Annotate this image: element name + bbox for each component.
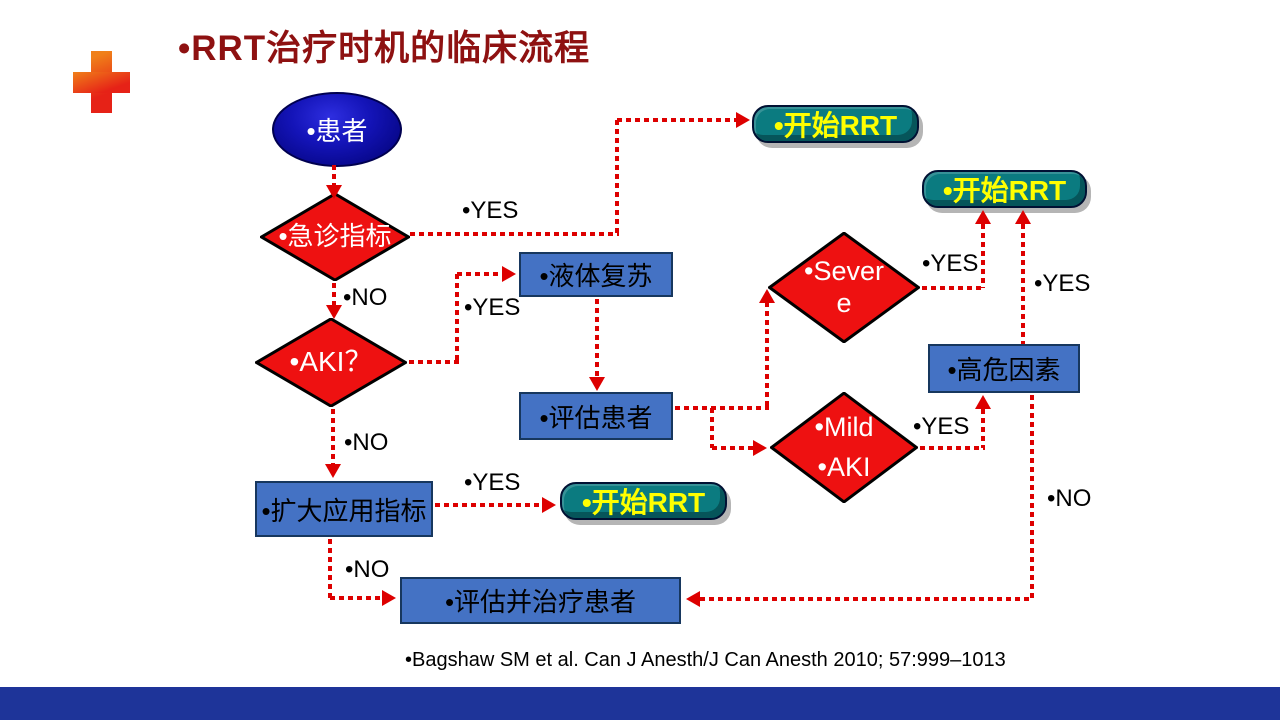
node-fluid-resuscitation: •液体复苏: [519, 252, 673, 297]
arrowhead-up: [975, 210, 991, 224]
label-no-emergency: •NO: [343, 284, 388, 311]
node-start-rrt-1: •开始RRT: [752, 105, 919, 143]
red-cross-icon: [73, 72, 130, 93]
diamond-shape: [260, 193, 410, 281]
node-emergency-indicators-label: •急诊指标: [278, 221, 392, 252]
node-high-risk-factors: •高危因素: [928, 344, 1080, 393]
line-segment: [922, 286, 985, 290]
line-segment: [455, 274, 459, 364]
line-segment: [981, 409, 985, 448]
node-severe-label-line1: •Sever: [804, 256, 884, 287]
node-start-rrt-label: •开始RRT: [773, 110, 898, 141]
diamond-shape: [768, 232, 920, 343]
arrowhead-right: [542, 497, 556, 513]
arrowhead-up: [1015, 210, 1031, 224]
arrowhead-down: [589, 377, 605, 391]
node-aki-question: •AKI？: [255, 318, 407, 407]
node-start-rrt-3: •开始RRT: [560, 482, 727, 520]
arrowhead-right: [502, 266, 516, 282]
arrowhead-left: [686, 591, 700, 607]
arrowhead-up: [759, 289, 775, 303]
label-no-highrisk: •NO: [1047, 485, 1092, 512]
arrowhead-right: [382, 590, 396, 606]
node-mild-label-line1: •Mild: [814, 412, 874, 443]
arrowhead-down: [326, 305, 342, 319]
node-severe-aki: •Sever e: [768, 232, 920, 343]
node-start-rrt-2: •开始RRT: [922, 170, 1087, 208]
line-segment: [410, 232, 619, 236]
node-fluid-resuscitation-label: •液体复苏: [539, 261, 653, 291]
footer-bar: [0, 687, 1280, 720]
line-segment: [332, 165, 336, 187]
line-segment: [710, 408, 714, 448]
diamond-shape: [770, 392, 918, 503]
line-segment: [330, 596, 383, 600]
line-segment: [765, 302, 769, 408]
node-start-rrt-label: •开始RRT: [581, 487, 706, 518]
line-segment: [675, 406, 769, 410]
label-yes-emergency: •YES: [462, 197, 519, 224]
line-segment: [457, 272, 503, 276]
line-segment: [615, 120, 619, 234]
line-segment: [700, 597, 1032, 601]
label-no-expanded: •NO: [345, 556, 390, 583]
arrowhead-right: [753, 440, 767, 456]
node-mild-label-line2: •AKI: [817, 451, 871, 482]
line-segment: [1021, 224, 1025, 344]
node-expanded-indicators-label: •扩大应用指标: [261, 495, 427, 526]
slide-title: •RRT治疗时机的临床流程: [178, 29, 591, 68]
diamond-shape: [255, 318, 407, 407]
label-yes-expanded: •YES: [464, 469, 521, 496]
node-aki-question-label: •AKI？: [289, 346, 373, 378]
node-patient: •患者: [272, 92, 402, 167]
line-segment: [1030, 395, 1034, 599]
line-segment: [332, 283, 336, 307]
node-assess-patient-label: •评估患者: [539, 402, 653, 433]
node-expanded-indicators: •扩大应用指标: [255, 481, 433, 537]
line-segment: [331, 409, 335, 466]
line-segment: [712, 446, 754, 450]
line-segment: [595, 299, 599, 379]
node-emergency-indicators: •急诊指标: [260, 193, 410, 281]
node-evaluate-and-treat-label: •评估并治疗患者: [444, 587, 637, 617]
node-assess-patient: •评估患者: [519, 392, 673, 440]
label-yes-mild: •YES: [913, 413, 970, 440]
node-patient-label: •患者: [306, 116, 368, 146]
arrowhead-right: [736, 112, 750, 128]
arrowhead-down: [325, 464, 341, 478]
node-mild-aki: •Mild •AKI: [770, 392, 918, 503]
line-segment: [981, 224, 985, 288]
arrowhead-down: [326, 185, 342, 199]
citation: •Bagshaw SM et al. Can J Anesth/J Can An…: [405, 649, 1006, 671]
label-yes-highrisk: •YES: [1034, 270, 1091, 297]
label-no-aki: •NO: [344, 429, 389, 456]
line-segment: [920, 446, 985, 450]
arrowhead-up: [975, 395, 991, 409]
label-yes-aki: •YES: [464, 294, 521, 321]
node-start-rrt-label: •开始RRT: [942, 175, 1067, 206]
node-severe-label-line2: e: [836, 287, 852, 318]
line-segment: [328, 539, 332, 599]
line-segment: [435, 503, 543, 507]
node-high-risk-factors-label: •高危因素: [947, 355, 1061, 385]
label-yes-severe: •YES: [922, 250, 979, 277]
node-evaluate-and-treat: •评估并治疗患者: [400, 577, 681, 624]
line-segment: [617, 118, 737, 122]
line-segment: [409, 360, 459, 364]
